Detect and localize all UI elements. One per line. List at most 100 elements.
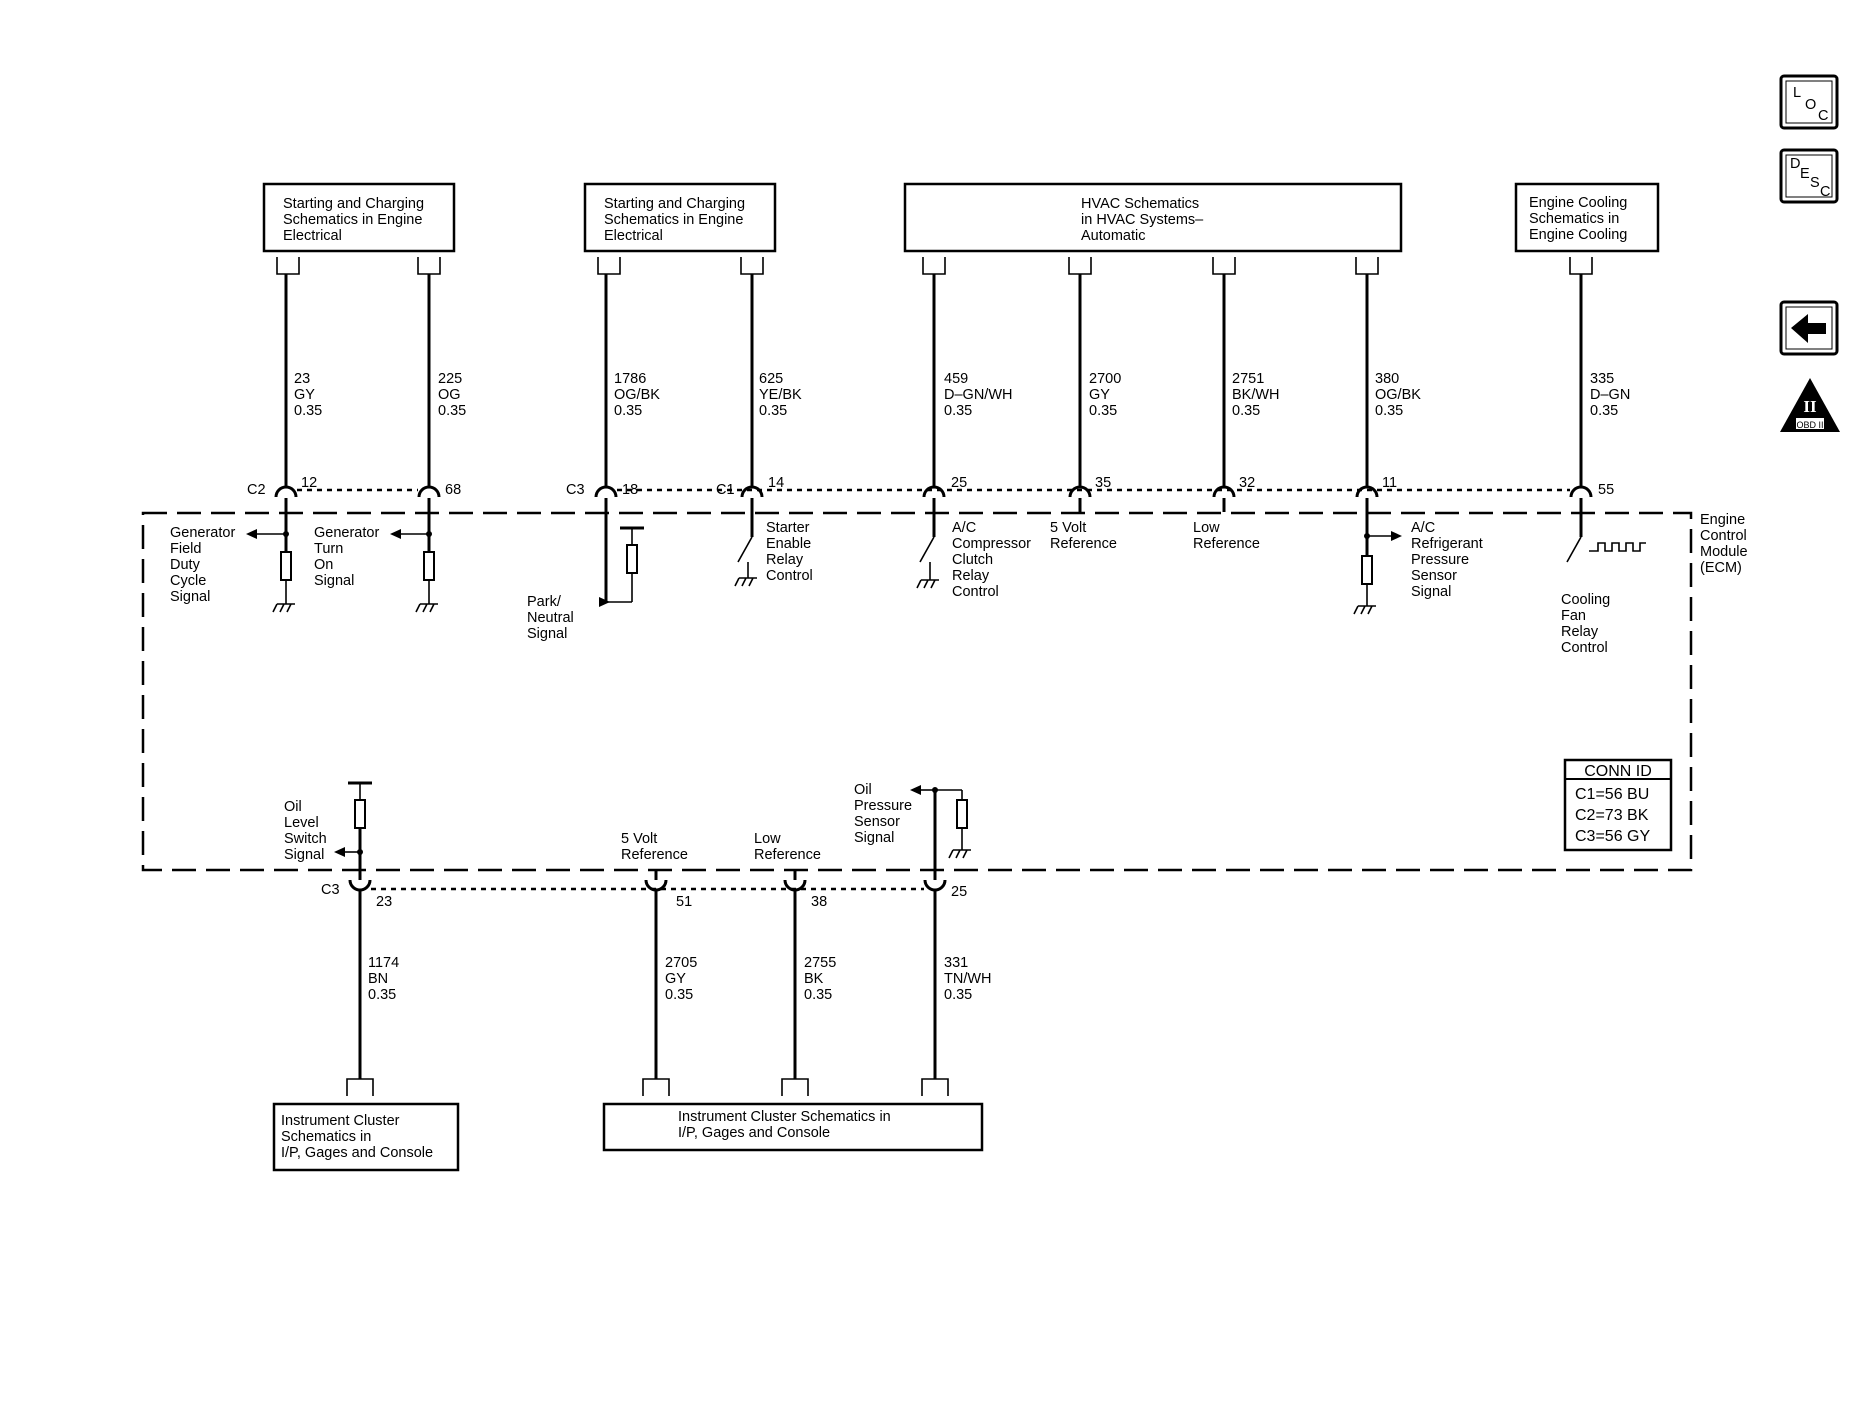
bottom-connector-stubs bbox=[346, 1078, 949, 1096]
signal-label: Reference bbox=[621, 847, 688, 863]
circuit-ac-pressure-sensor: A/C Refrigerant Pressure Sensor Signal bbox=[1353, 498, 1483, 615]
desc-letter-c: C bbox=[1820, 184, 1830, 200]
signal-label: 5 Volt bbox=[1050, 520, 1086, 536]
signal-label: Signal bbox=[284, 847, 324, 863]
signal-label: Neutral bbox=[527, 610, 574, 626]
ref-box-instrument-cluster-1[interactable]: Instrument Cluster Schematics in I/P, Ga… bbox=[272, 1102, 460, 1172]
circuit-generator-turn-on: Generator Turn On Signal bbox=[314, 498, 438, 613]
pin-number: 25 bbox=[951, 884, 967, 900]
circuit-oil-pressure-sensor: Oil Pressure Sensor Signal bbox=[854, 782, 971, 880]
box-line: Engine Cooling bbox=[1529, 227, 1627, 243]
conn-id-title: CONN ID bbox=[1584, 763, 1652, 780]
wire-size: 0.35 bbox=[438, 403, 466, 419]
wire-color: BN bbox=[368, 971, 388, 987]
box-line: Schematics in Engine bbox=[604, 212, 743, 228]
pin-number: 68 bbox=[445, 482, 461, 498]
wire-color: GY bbox=[1089, 387, 1110, 403]
box-line: Schematics in bbox=[281, 1129, 371, 1145]
pin-number: 25 bbox=[951, 475, 967, 491]
wire-size: 0.35 bbox=[294, 403, 322, 419]
box-line: in HVAC Systems– bbox=[1081, 212, 1204, 228]
bottom-pin-labels: C3 23 51 38 25 bbox=[321, 882, 967, 910]
signal-label: Signal bbox=[854, 830, 894, 846]
pin-number: 12 bbox=[301, 475, 317, 491]
ref-box-starting-charging-1[interactable]: Starting and Charging Schematics in Engi… bbox=[262, 182, 456, 253]
wire-circuit: 2705 bbox=[665, 955, 697, 971]
box-line: Engine Cooling bbox=[1529, 195, 1627, 211]
box-line: Instrument Cluster Schematics in bbox=[678, 1109, 891, 1125]
module-name-line: Control bbox=[1700, 528, 1747, 544]
wire-size: 0.35 bbox=[1089, 403, 1117, 419]
signal-label: Relay bbox=[1561, 624, 1599, 640]
ref-box-hvac[interactable]: HVAC Schematics in HVAC Systems– Automat… bbox=[903, 182, 1403, 253]
wire-color: GY bbox=[665, 971, 686, 987]
wire-circuit: 331 bbox=[944, 955, 968, 971]
left-arrow-icon bbox=[1791, 314, 1826, 343]
top-connector-stubs bbox=[276, 257, 1593, 275]
pwm-waveform-icon bbox=[1589, 542, 1646, 552]
wire-color: OG/BK bbox=[614, 387, 660, 403]
pin-number: 32 bbox=[1239, 475, 1255, 491]
wire-circuit: 2700 bbox=[1089, 371, 1121, 387]
loc-button[interactable]: L O C bbox=[1779, 74, 1839, 130]
wire-circuit: 1786 bbox=[614, 371, 646, 387]
circuit-low-reference-bottom: Low Reference bbox=[754, 831, 821, 880]
circuit-park-neutral: Park/ Neutral Signal bbox=[527, 498, 644, 642]
wire-color: YE/BK bbox=[759, 387, 802, 403]
box-line: I/P, Gages and Console bbox=[281, 1145, 433, 1161]
signal-label: Control bbox=[1561, 640, 1608, 656]
desc-letter-s: S bbox=[1810, 175, 1820, 191]
signal-label: Refrigerant bbox=[1411, 536, 1483, 552]
wire-circuit: 335 bbox=[1590, 371, 1614, 387]
signal-label: A/C bbox=[952, 520, 976, 536]
pin-number: 14 bbox=[768, 475, 784, 491]
obd-label: OBD II bbox=[1796, 420, 1823, 430]
signal-label: Reference bbox=[1193, 536, 1260, 552]
connector-id: C2 bbox=[247, 482, 266, 498]
circuit-oil-level-switch: Oil Level Switch Signal bbox=[284, 781, 372, 880]
wire-color: OG bbox=[438, 387, 461, 403]
signal-label: Field bbox=[170, 541, 201, 557]
conn-id-table: CONN ID C1=56 BU C2=73 BK C3=56 GY bbox=[1563, 758, 1673, 852]
obd-ii-button[interactable]: II OBD II bbox=[1780, 378, 1840, 432]
circuit-5v-reference-top: 5 Volt Reference bbox=[1050, 498, 1117, 552]
signal-label: Low bbox=[1193, 520, 1220, 536]
wire-size: 0.35 bbox=[1232, 403, 1260, 419]
pin-number: 51 bbox=[676, 894, 692, 910]
signal-label: Pressure bbox=[854, 798, 912, 814]
circuit-low-reference-top: Low Reference bbox=[1193, 498, 1260, 552]
signal-label: Starter bbox=[766, 520, 810, 536]
desc-letter-e: E bbox=[1800, 166, 1810, 182]
signal-label: Enable bbox=[766, 536, 811, 552]
wire-size: 0.35 bbox=[665, 987, 693, 1003]
desc-letter-d: D bbox=[1790, 156, 1800, 172]
box-line: Electrical bbox=[604, 228, 663, 244]
box-line: Schematics in Engine bbox=[283, 212, 422, 228]
pin-number: 23 bbox=[376, 894, 392, 910]
signal-label: Pressure bbox=[1411, 552, 1469, 568]
wire-circuit: 225 bbox=[438, 371, 462, 387]
wire-size: 0.35 bbox=[1590, 403, 1618, 419]
signal-label: Signal bbox=[527, 626, 567, 642]
top-wire-labels: 23 GY 0.35 225 OG 0.35 1786 OG/BK 0.35 6… bbox=[294, 371, 1630, 419]
pin-number: 38 bbox=[811, 894, 827, 910]
signal-label: 5 Volt bbox=[621, 831, 657, 847]
signal-label: Reference bbox=[1050, 536, 1117, 552]
wire-circuit: 1174 bbox=[368, 955, 399, 971]
back-button[interactable] bbox=[1779, 300, 1839, 356]
signal-label: Control bbox=[766, 568, 813, 584]
ref-box-starting-charging-2[interactable]: Starting and Charging Schematics in Engi… bbox=[583, 182, 777, 253]
wire-color: OG/BK bbox=[1375, 387, 1421, 403]
wire-color: D–GN/WH bbox=[944, 387, 1012, 403]
ref-box-instrument-cluster-2[interactable]: Instrument Cluster Schematics in I/P, Ga… bbox=[602, 1102, 984, 1152]
box-line: Schematics in bbox=[1529, 211, 1619, 227]
box-line: Instrument Cluster bbox=[281, 1113, 400, 1129]
circuit-ac-compressor-relay: A/C Compressor Clutch Relay Control bbox=[916, 498, 1031, 600]
desc-button[interactable]: D E S C bbox=[1779, 148, 1839, 204]
wire-circuit: 459 bbox=[944, 371, 968, 387]
wire-size: 0.35 bbox=[368, 987, 396, 1003]
signal-label: Low bbox=[754, 831, 781, 847]
loc-letter-o: O bbox=[1805, 97, 1816, 113]
obd-triangle-icon bbox=[1780, 378, 1840, 432]
ref-box-engine-cooling[interactable]: Engine Cooling Schematics in Engine Cool… bbox=[1514, 182, 1660, 253]
